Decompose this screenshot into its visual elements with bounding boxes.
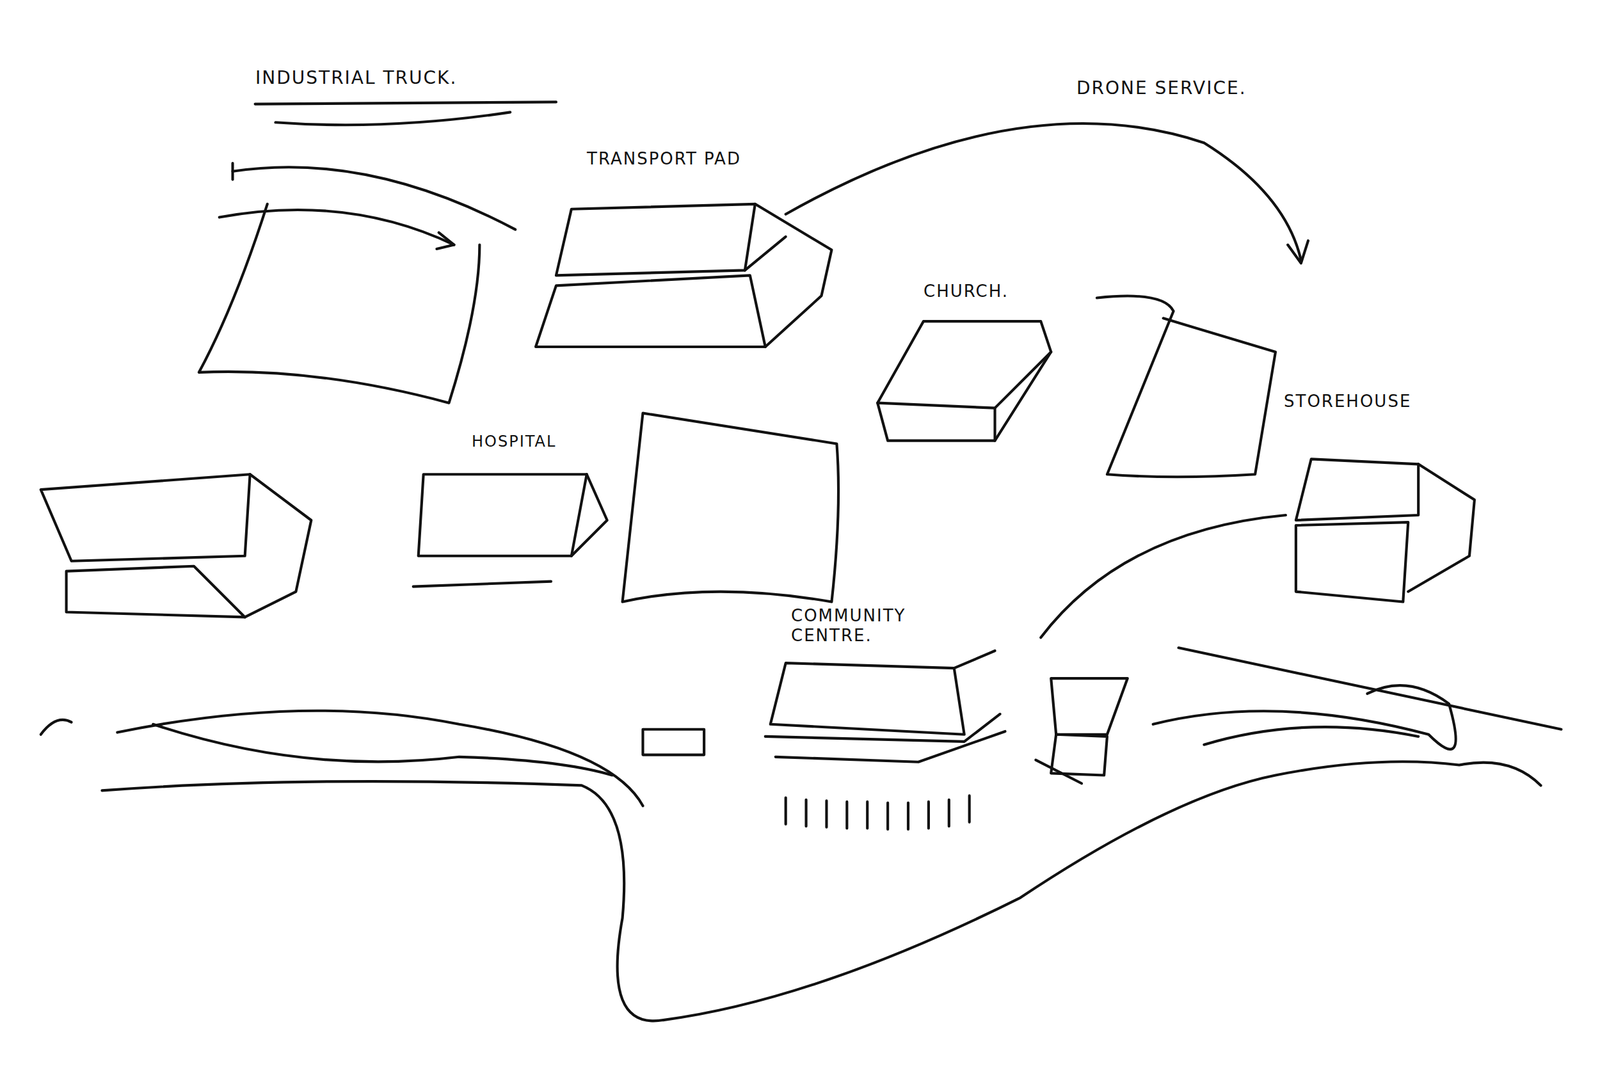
site-label: INDUSTRIAL TRUCK. [255, 67, 457, 89]
site-label: HOSPITAL [471, 432, 557, 452]
site-label: CHURCH. [923, 281, 1009, 302]
site-label: COMMUNITY CENTRE. [791, 606, 970, 646]
site-label: TRANSPORT PAD [586, 149, 742, 169]
site-label: DRONE SERVICE. [1076, 77, 1247, 100]
site-label: STOREHOUSE [1283, 391, 1412, 412]
